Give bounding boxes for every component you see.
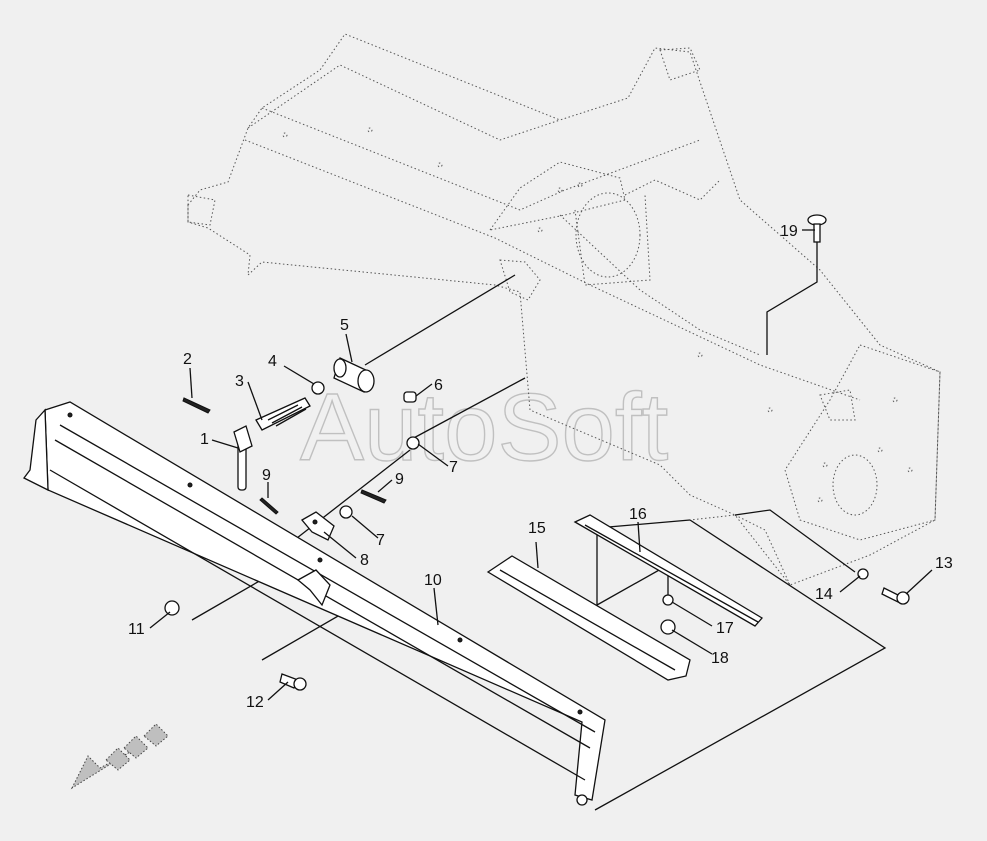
callout-17: 17 (716, 620, 734, 637)
callout-12: 12 (246, 694, 264, 711)
washer-part-17 (662, 594, 674, 606)
pin-part-1 (233, 425, 253, 491)
callout-4: 4 (268, 353, 277, 370)
callout-11: 11 (128, 621, 145, 638)
bolt-part-13 (881, 587, 910, 605)
callout-3: 3 (235, 373, 244, 390)
nut-part-11 (164, 600, 180, 616)
nut-part-18 (660, 619, 676, 635)
callout-8: 8 (360, 552, 369, 569)
bushing-part-5 (333, 357, 375, 393)
washer-part-7a (406, 436, 420, 450)
callout-5: 5 (340, 317, 349, 334)
bolt-part-12 (279, 673, 307, 691)
callout-14: 14 (815, 586, 833, 603)
spring-pin-part-2 (182, 397, 211, 414)
callout-19: 19 (780, 223, 798, 240)
bolt-part-6 (403, 391, 417, 403)
callouts: 1 2 3 4 5 6 7 7 8 9 9 10 11 12 13 14 15 … (128, 223, 953, 711)
callout-6: 6 (434, 377, 443, 394)
callout-15: 15 (528, 520, 546, 537)
washer-part-7b (339, 505, 353, 519)
watermark: AutoSoft (300, 374, 668, 481)
arrow-down-left-icon (70, 723, 169, 790)
spring-pin-part-9a (259, 497, 279, 515)
callout-1: 1 (200, 431, 209, 448)
frame-housing (187, 33, 941, 586)
callout-16: 16 (629, 506, 647, 523)
callout-9a: 9 (262, 467, 271, 484)
spring-pin-part-9b (360, 489, 387, 504)
callout-10: 10 (424, 572, 442, 589)
callout-2: 2 (183, 351, 192, 368)
callout-leaders (149, 229, 933, 701)
nut-part-4 (311, 381, 325, 395)
callout-7a: 7 (449, 459, 458, 476)
carriage-bolt-part-19 (807, 214, 827, 243)
angle-rail-16 (573, 514, 764, 627)
callout-18: 18 (711, 650, 729, 667)
threaded-rod-part-3 (255, 397, 311, 431)
callout-13: 13 (935, 555, 953, 572)
bar-mount-bracket (296, 569, 331, 607)
washer-part-14 (857, 568, 869, 580)
angle-rail-15 (486, 555, 691, 681)
callout-9b: 9 (395, 471, 404, 488)
callout-7b: 7 (376, 532, 385, 549)
